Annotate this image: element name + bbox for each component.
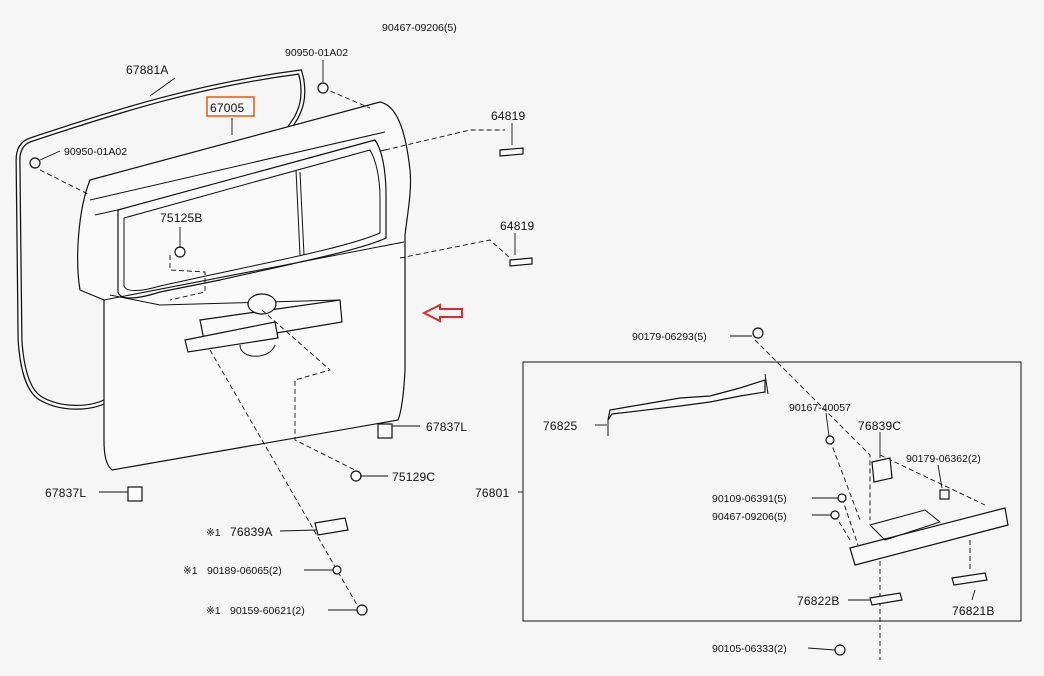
- label-75125b[interactable]: 75125B: [160, 211, 203, 225]
- label-90105-06333[interactable]: 90105-06333(2): [712, 643, 787, 655]
- red-arrow-icon: [421, 303, 463, 323]
- label-90467-09206-top[interactable]: 90467-09206(5): [382, 22, 457, 34]
- fasteners: [29, 82, 533, 616]
- label-90159-60621[interactable]: 90159-60621(2): [230, 605, 305, 617]
- label-76801[interactable]: 76801: [475, 486, 509, 500]
- box-parts[interactable]: [607, 327, 1009, 656]
- assembly-box-76801: [522, 361, 1022, 622]
- label-76822b[interactable]: 76822B: [797, 594, 840, 608]
- leader-lines: [39, 60, 976, 651]
- label-90189-06065[interactable]: 90189-06065(2): [207, 565, 282, 577]
- label-67837l-left[interactable]: 67837L: [45, 486, 86, 500]
- label-90950-01a02-top[interactable]: 90950-01A02: [285, 47, 348, 59]
- label-75129c[interactable]: 75129C: [392, 470, 435, 484]
- label-90167-40057[interactable]: 90167-40057: [789, 402, 851, 414]
- mark-90189: ※1: [183, 565, 198, 577]
- label-90950-01a02-left[interactable]: 90950-01A02: [64, 146, 127, 158]
- label-90179-06293[interactable]: 90179-06293(5): [632, 331, 707, 343]
- assembly-lines: [39, 87, 986, 660]
- label-67881a[interactable]: 67881A: [126, 63, 169, 77]
- label-76839a[interactable]: 76839A: [230, 525, 273, 539]
- label-76839c[interactable]: 76839C: [858, 419, 901, 433]
- label-76821b[interactable]: 76821B: [952, 604, 995, 618]
- mark-76839a: ※1: [206, 527, 221, 539]
- highlight-box-67005: [206, 96, 255, 117]
- label-64819-lower[interactable]: 64819: [500, 219, 534, 233]
- mark-90159: ※1: [206, 605, 221, 617]
- label-76825[interactable]: 76825: [543, 419, 577, 433]
- label-64819-upper[interactable]: 64819: [491, 109, 525, 123]
- label-67837l-right[interactable]: 67837L: [426, 420, 467, 434]
- label-90467-09206-box[interactable]: 90467-09206(5): [712, 511, 787, 523]
- label-90179-06362[interactable]: 90179-06362(2): [906, 453, 981, 465]
- back-door-panel-67005[interactable]: [77, 101, 412, 471]
- label-90109-06391[interactable]: 90109-06391(5): [712, 493, 787, 505]
- label-67005[interactable]: 67005: [210, 101, 244, 115]
